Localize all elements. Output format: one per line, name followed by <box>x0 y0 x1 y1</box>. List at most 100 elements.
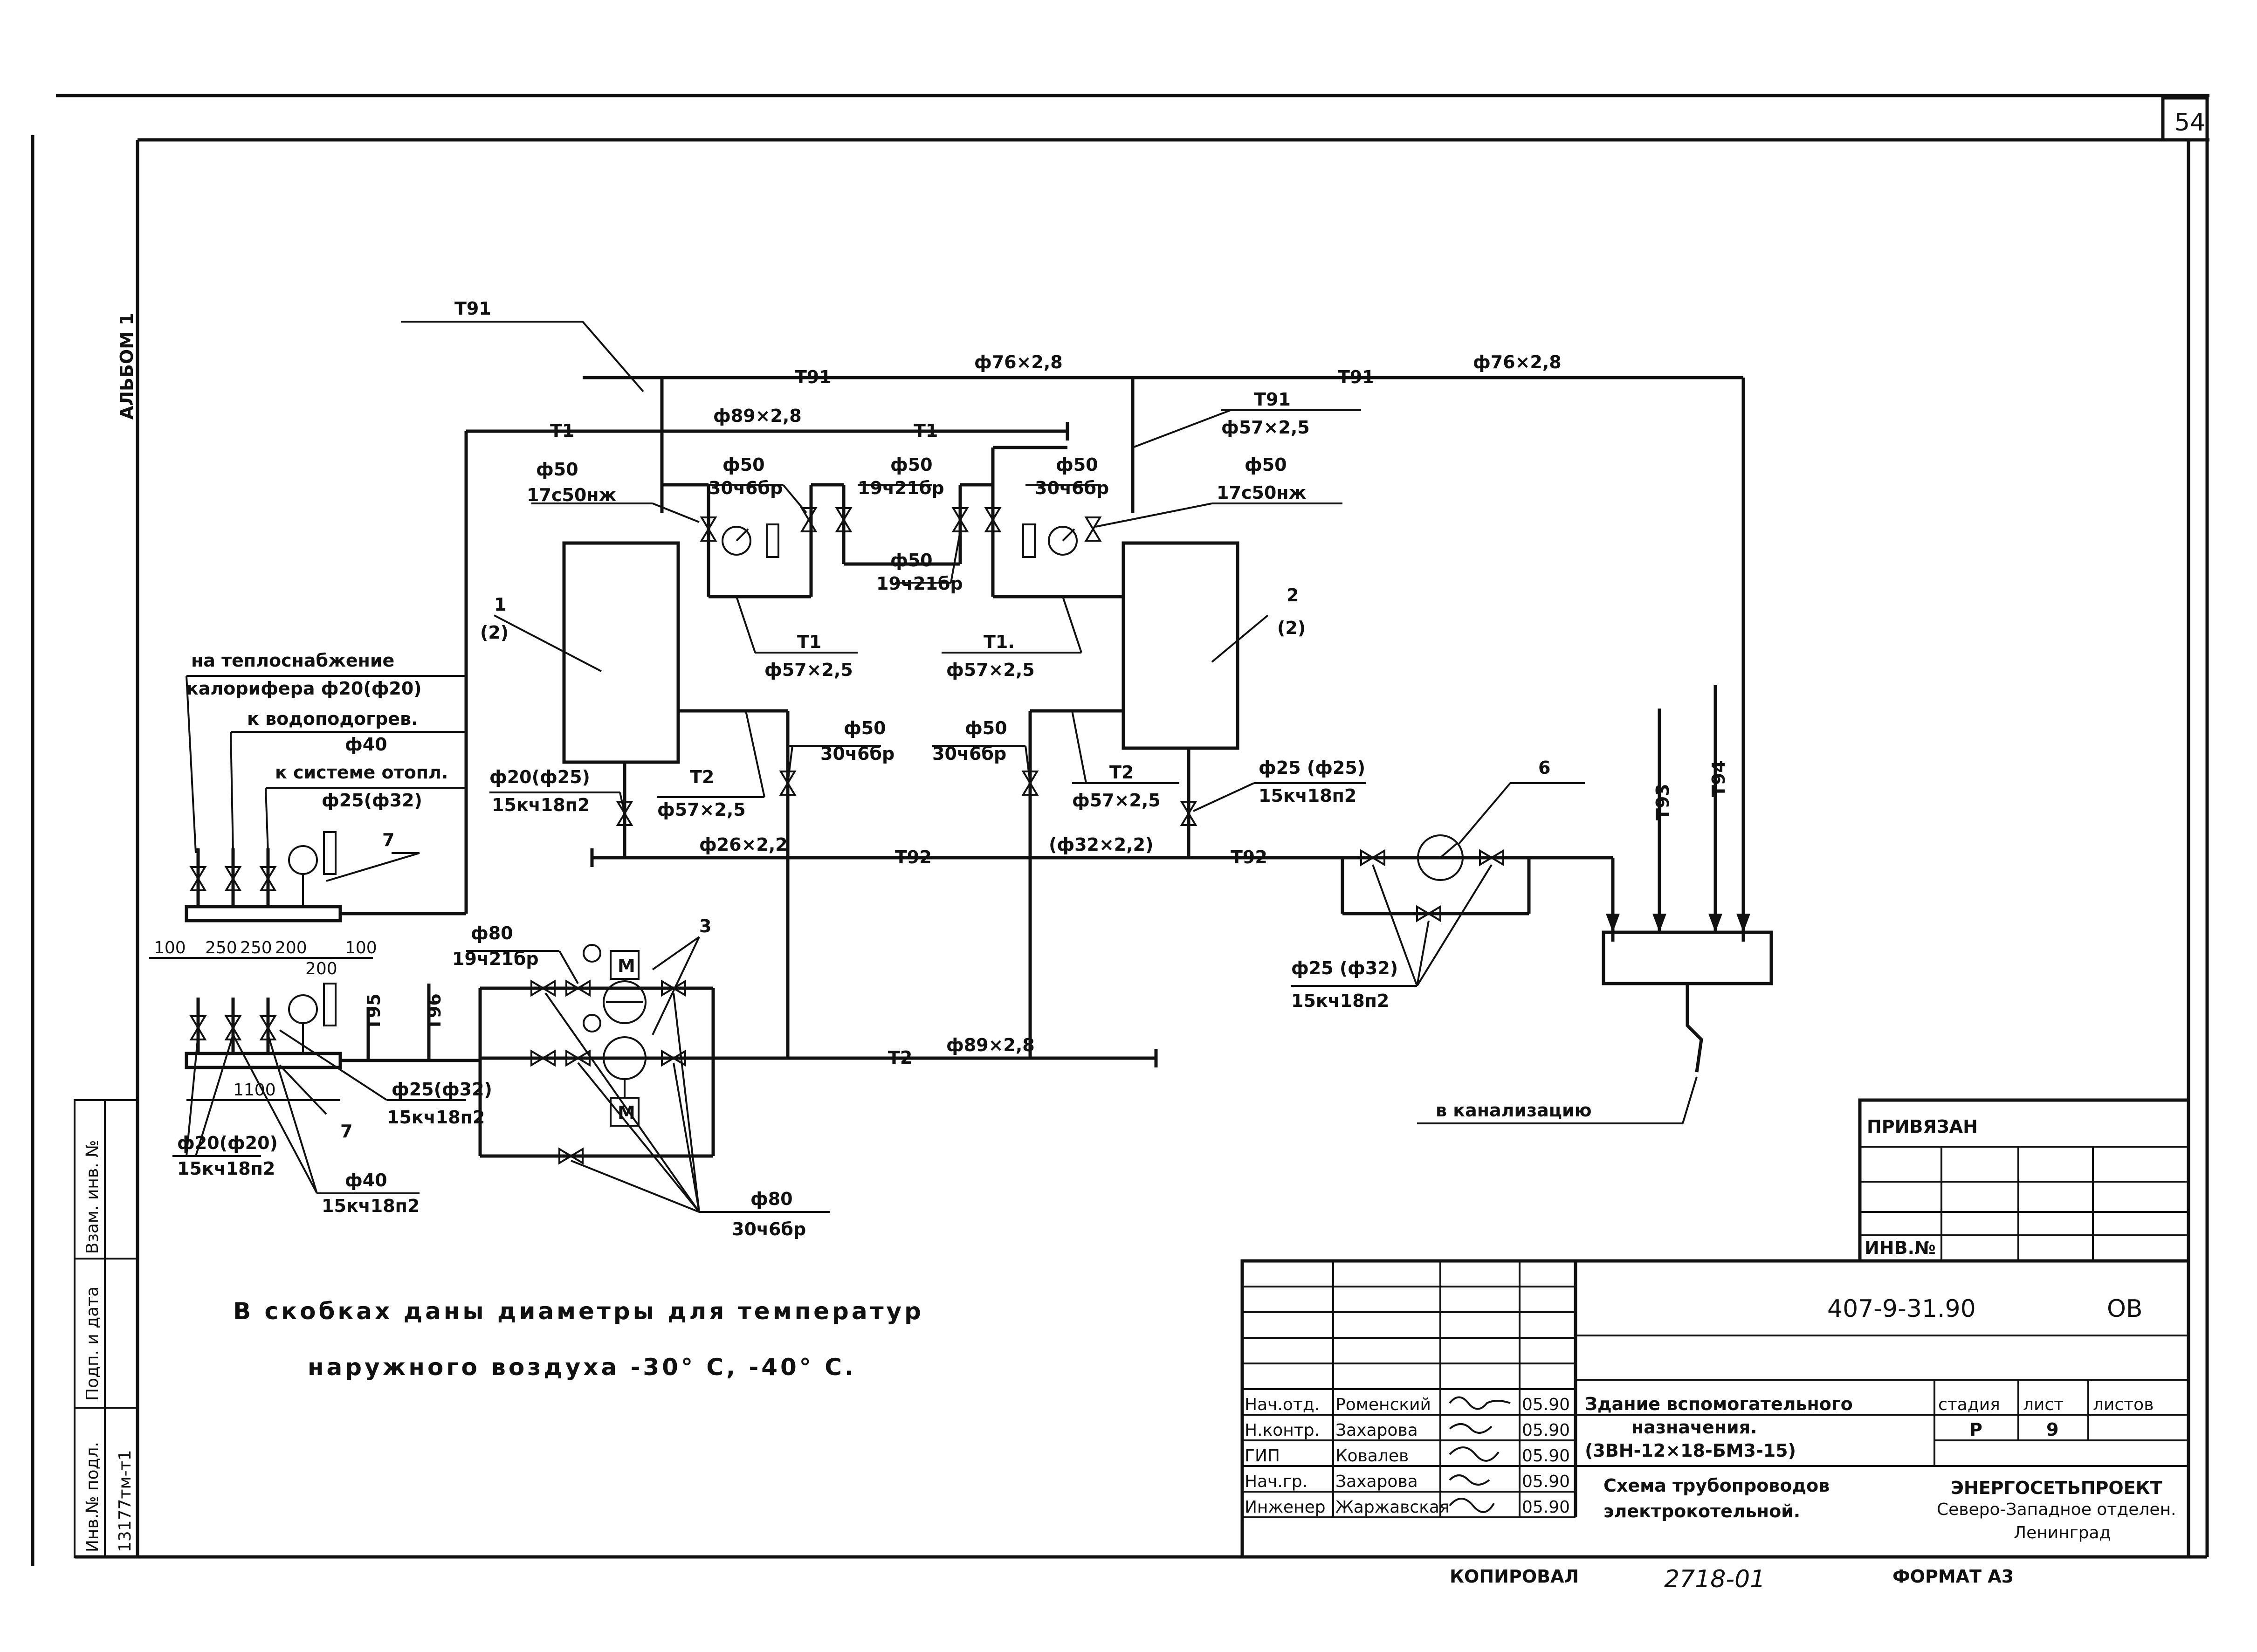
sheet-header: лист <box>2023 1395 2064 1414</box>
valve-icon <box>1479 849 1493 867</box>
valve-icon <box>800 507 818 522</box>
valve-icon <box>1084 527 1102 542</box>
dim-6: 200 <box>305 959 337 978</box>
side-stamp-replace: Взам. инв. № <box>83 1140 102 1254</box>
tank-1-number: 1 <box>494 594 506 615</box>
footer: КОПИРОВАЛ 2718-01 ФОРМАТ А3 <box>1450 1565 2014 1593</box>
role-3: ГИП <box>1245 1446 1280 1466</box>
name-5: Жаржавская <box>1335 1498 1450 1517</box>
valve-icon <box>565 1049 580 1067</box>
valve-icon <box>1416 905 1431 922</box>
date-5: 05.90 <box>1522 1498 1570 1517</box>
bound-label: ПРИВЯЗАН <box>1867 1116 1978 1137</box>
tank-2: 2 (2) <box>1122 541 1306 750</box>
valve-icon <box>541 979 556 997</box>
temperature-note: В скобках даны диаметры для температур н… <box>233 1298 924 1381</box>
valve-icon <box>224 1026 242 1040</box>
inv-label: ИНВ.№ <box>1865 1238 1936 1258</box>
side-stamp-inv: Инв.№ подл. <box>83 1442 102 1552</box>
valve-16-size: ф40 <box>345 1170 387 1191</box>
valve-11-type: 15кч18п2 <box>1291 991 1389 1011</box>
valve-icon <box>779 781 797 796</box>
valve-icon <box>189 866 207 881</box>
valve-9-type: 30ч6бр <box>932 743 1006 764</box>
date-1: 05.90 <box>1522 1395 1570 1414</box>
valve-icon <box>565 979 580 997</box>
valve-icon <box>189 1015 207 1030</box>
thermometer-icon <box>323 831 337 875</box>
valve-icon <box>835 518 853 532</box>
dim-2: 250 <box>205 938 237 957</box>
motor-label-b: M <box>618 1102 635 1123</box>
valve-icon <box>779 771 797 785</box>
format-label: ФОРМАТ А3 <box>1892 1566 2014 1587</box>
valve-icon <box>259 1026 277 1040</box>
consumer-line3: к водоподогрев. <box>247 709 418 729</box>
stage-value: Р <box>1969 1419 1982 1440</box>
valve-icon <box>576 1049 591 1067</box>
date-4: 05.90 <box>1522 1472 1570 1491</box>
sheet-title-l1: Схема трубопроводов <box>1603 1475 1830 1496</box>
name-1: Роменский <box>1335 1395 1431 1414</box>
valve-12-type: 19ч21бр <box>452 949 539 969</box>
gauge-icon <box>288 845 318 875</box>
tank-2-number: 2 <box>1287 585 1299 606</box>
valve-icon <box>224 866 242 881</box>
signature-3 <box>1449 1446 1500 1462</box>
title-block: ПРИВЯЗАН ИНВ.№ 407-9-31.90 ОВ Здание всп… <box>1240 1098 2190 1559</box>
role-5: Инженер <box>1245 1498 1326 1517</box>
valve-1-size: ф50 <box>536 459 578 480</box>
d57-t1b-label: ф57×2,5 <box>946 660 1035 680</box>
t1-label-d: T1. <box>984 632 1015 652</box>
sheet-frame: 54 АЛЬБОМ 1 <box>31 94 2209 1566</box>
dim-4: 200 <box>275 938 307 957</box>
name-4: Захарова <box>1335 1472 1418 1491</box>
valve-12-size: ф80 <box>471 923 513 943</box>
valve-icon <box>189 877 207 891</box>
pump-group: M M ф80 19ч21бр 3 ф80 30ч6бр <box>452 916 1158 1239</box>
valve-8-type: 30ч6бр <box>820 743 895 764</box>
side-stamp: Взам. инв. № Подп. и дата Инв.№ подл. 13… <box>74 1099 138 1558</box>
d89-top-label: ф89×2,8 <box>713 406 802 426</box>
valve-icon <box>835 507 853 522</box>
role-4: Нач.гр. <box>1245 1472 1307 1491</box>
side-stamp-sign: Подп. и дата <box>83 1287 102 1401</box>
valve-14-type: 15кч18п2 <box>387 1107 485 1128</box>
valve-icon <box>1371 849 1385 867</box>
valve-icon <box>1490 849 1504 867</box>
valve-icon <box>672 979 686 997</box>
note-line1: В скобках даны диаметры для температур <box>233 1298 924 1325</box>
valve-icon <box>224 877 242 891</box>
valve-icon <box>259 1015 277 1030</box>
valve-icon <box>224 1015 242 1030</box>
sewer-label: в канализацию <box>1436 1100 1592 1121</box>
d57-t91-label: ф57×2,5 <box>1221 417 1310 438</box>
valve-13-size: ф80 <box>750 1189 793 1209</box>
valve-icon <box>951 507 969 522</box>
consumer-line4-size: ф25(ф32) <box>322 790 422 811</box>
thermometer-icon <box>1022 523 1036 558</box>
doc-code: 407-9-31.90 <box>1827 1295 1976 1323</box>
sheet-number: 54 <box>2174 109 2205 137</box>
t93-label: T93 <box>1652 784 1673 820</box>
org-l3: Ленинград <box>2014 1523 2111 1542</box>
thermometer-icon <box>323 983 337 1026</box>
project-l1: Здание вспомогательного <box>1585 1394 1853 1414</box>
valve-5-size: ф50 <box>1245 454 1287 475</box>
gauge-icon <box>583 944 601 963</box>
d57-t2a-label: ф57×2,5 <box>657 799 746 820</box>
valve-icon <box>1021 781 1039 796</box>
stage-header: стадия <box>1938 1395 2000 1414</box>
valve-icon <box>576 979 591 997</box>
motor-label-a: M <box>618 956 635 976</box>
top-valve-group: ф50 17с50нж ф50 30ч6бр ф50 19ч21бр ф50 3… <box>527 454 1342 594</box>
sheet-title-l2: электрокотельной. <box>1603 1501 1800 1521</box>
valve-icon <box>1180 801 1197 815</box>
meter-bypass: 6 ф25 (ф32) 15кч18п2 <box>1291 757 1615 1011</box>
t1-line: T1 ф89×2,8 T1 T1 ф57×2,5 T1. ф57×2,5 <box>464 406 1123 914</box>
valve-icon <box>616 812 633 826</box>
project-l3: (3ВН-12×18-БМ3-15) <box>1585 1440 1796 1461</box>
t2-label-a: T2 <box>690 767 714 787</box>
collector-group: T95 T96 7 7 на теплоснабжение калорифера… <box>149 650 492 1216</box>
t2-label-c: T2 <box>888 1047 912 1068</box>
